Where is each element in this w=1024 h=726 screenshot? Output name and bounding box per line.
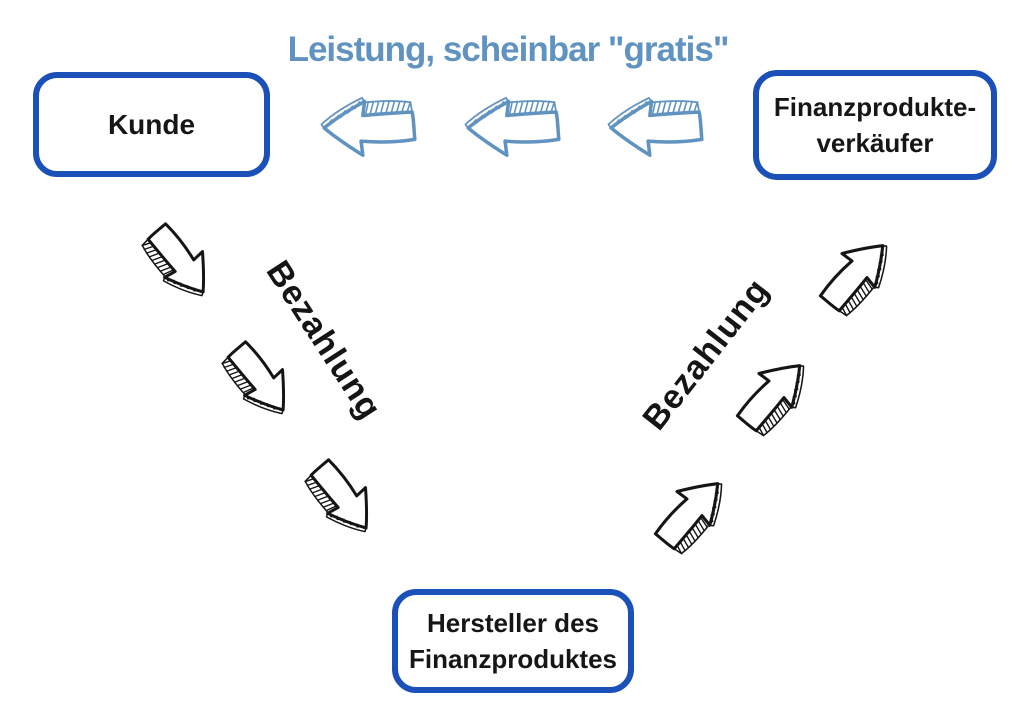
service-arrow-left-icon <box>315 90 423 164</box>
node-kunde-label: Kunde <box>107 108 196 140</box>
node-kunde: Kunde <box>33 72 270 177</box>
payment-arrow-up-right-icon <box>717 338 829 451</box>
node-producer-label-line2: Finanzproduktes <box>408 644 617 674</box>
node-hersteller: Hersteller des Finanzproduktes <box>392 589 634 693</box>
payment-arrow-down-right-icon <box>207 324 312 435</box>
top-flow-label: Leistung, scheinbar "gratis" <box>287 30 730 69</box>
payment-arrow-up-right-icon <box>635 456 747 569</box>
node-seller-label-line2: verkäufer <box>816 128 934 158</box>
payment-arrow-up-right-icon <box>800 218 912 331</box>
payment-arrow-down-right-icon <box>127 206 232 317</box>
service-arrow-left-icon <box>602 90 710 164</box>
service-arrow-left-icon <box>459 90 567 164</box>
node-finanzprodukteverkaeufer: Finanzprodukte- verkäufer <box>753 70 997 180</box>
payment-arrow-down-right-icon <box>290 442 395 553</box>
node-producer-label-line1: Hersteller des <box>427 607 599 638</box>
node-seller-label-line1: Finanzprodukte- <box>773 91 977 122</box>
